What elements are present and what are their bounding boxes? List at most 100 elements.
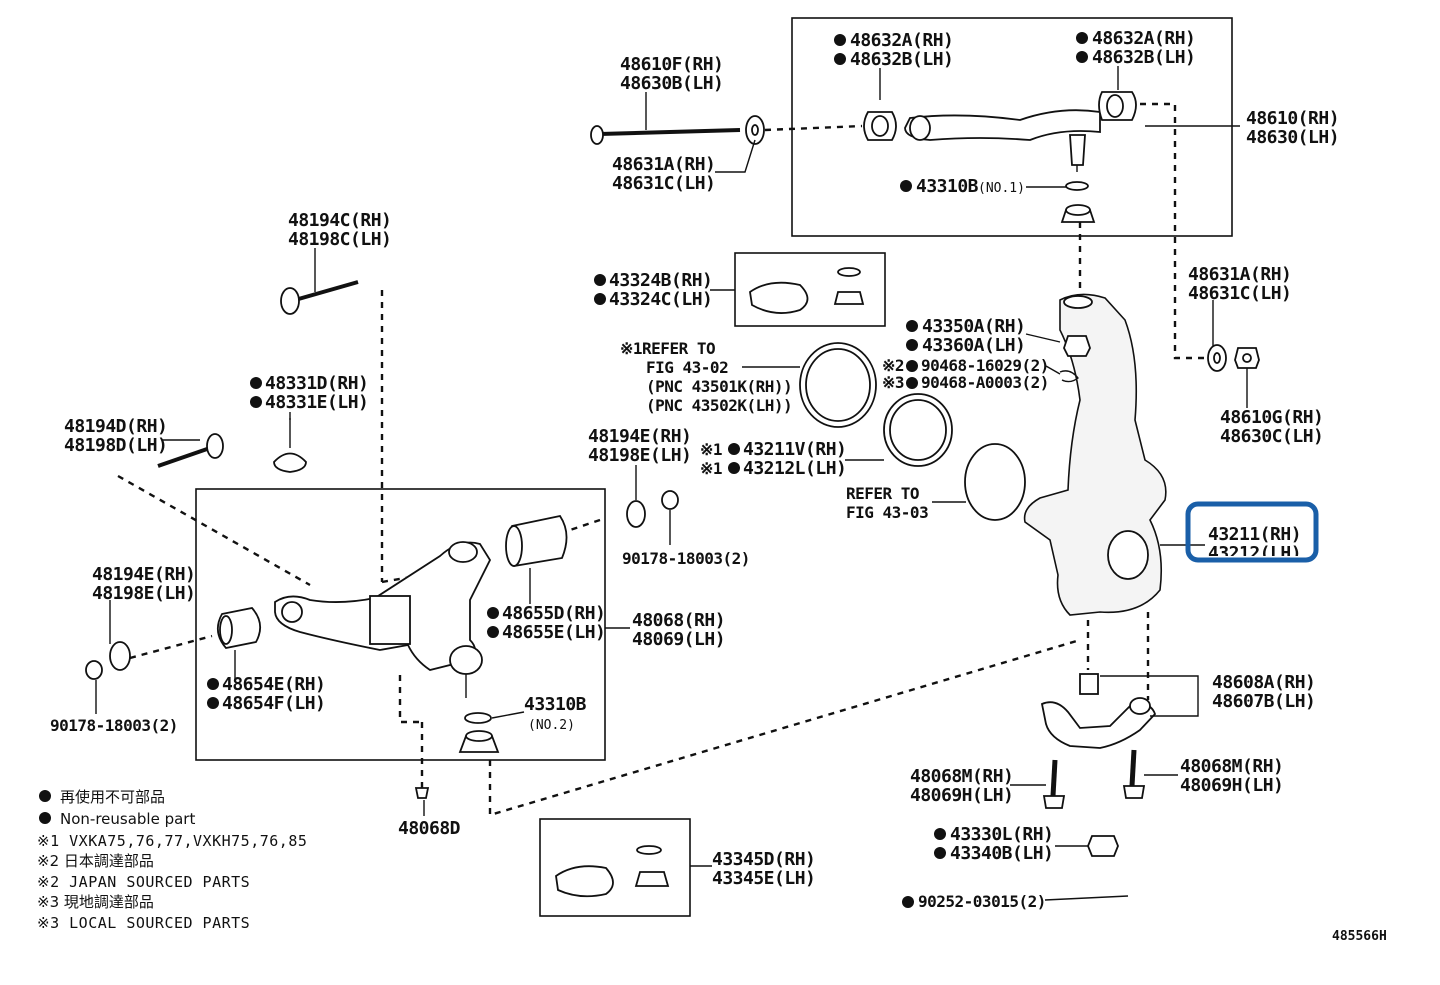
label-43345d[interactable]: 43345D(RH)	[712, 849, 816, 870]
label-43350a[interactable]: 43350A(RH)	[922, 316, 1026, 337]
label-48630c[interactable]: 48630C(LH)	[1220, 426, 1324, 447]
label-48198e-left[interactable]: 48198E(LH)	[92, 583, 196, 604]
dust-seal-small[interactable]	[883, 393, 953, 467]
label-48632b-left[interactable]: 48632B(LH)	[850, 49, 954, 70]
bushing-48632-left[interactable]	[863, 111, 897, 141]
label-90468-a0003[interactable]: 90468-A0003(2)	[921, 373, 1049, 392]
label-43211v[interactable]: 43211V(RH)	[743, 439, 847, 460]
refer-fig-43-02-line1[interactable]: ※1REFER TO	[620, 339, 716, 358]
label-48194e-top[interactable]: 48194E(RH)	[588, 426, 692, 447]
washer-48194e-left[interactable]	[109, 641, 131, 671]
nut-43350a[interactable]	[1063, 335, 1091, 357]
lower-arm-group-box	[195, 488, 606, 761]
bracket-48608a[interactable]	[1040, 673, 1157, 749]
label-48655e[interactable]: 48655E(LH)	[502, 622, 606, 643]
label-43340b[interactable]: 43340B(LH)	[950, 843, 1054, 864]
label-48610f[interactable]: 48610F(RH)	[620, 54, 724, 75]
label-48068m-right[interactable]: 48068M(RH)	[1180, 756, 1284, 777]
snap-ring-43310b-no1[interactable]	[1065, 181, 1089, 191]
nonreusable-bullet	[728, 443, 740, 455]
upper-control-arm-48610[interactable]	[904, 109, 1101, 172]
boot-kit-43324b-parts[interactable]	[749, 267, 865, 314]
label-48631a-top[interactable]: 48631A(RH)	[612, 154, 716, 175]
label-48631c-right[interactable]: 48631C(LH)	[1188, 283, 1292, 304]
label-48198e-top[interactable]: 48198E(LH)	[588, 445, 692, 466]
label-48069[interactable]: 48069(LH)	[632, 629, 726, 650]
refer-fig-43-03-line1[interactable]: REFER TO	[846, 484, 920, 503]
label-48655d[interactable]: 48655D(RH)	[502, 603, 606, 624]
cotter-pin-90252[interactable]	[1044, 895, 1129, 901]
label-90178-right[interactable]: 90178-18003(2)	[622, 549, 750, 568]
label-48331e[interactable]: 48331E(LH)	[265, 392, 369, 413]
label-43330l[interactable]: 43330L(RH)	[950, 824, 1054, 845]
bushing-48654e[interactable]	[216, 607, 262, 649]
label-48610[interactable]: 48610(RH)	[1246, 108, 1340, 129]
label-90252[interactable]: 90252-03015(2)	[918, 892, 1046, 911]
label-48331d[interactable]: 48331D(RH)	[265, 373, 369, 394]
label-48630[interactable]: 48630(LH)	[1246, 127, 1340, 148]
boot-no1[interactable]	[1060, 204, 1096, 223]
label-43212-highlighted[interactable]: 43212(LH)	[1208, 543, 1302, 564]
label-43324c[interactable]: 43324C(LH)	[609, 289, 713, 310]
label-48631c-top[interactable]: 48631C(LH)	[612, 173, 716, 194]
dust-seal-43211v[interactable]	[799, 342, 877, 428]
label-90468-16029[interactable]: 90468-16029(2)	[921, 356, 1049, 375]
label-48632b-right[interactable]: 48632B(LH)	[1092, 47, 1196, 68]
nut-90178-right[interactable]	[661, 490, 679, 510]
steering-knuckle-43211[interactable]	[1023, 293, 1167, 616]
bushing-48632-right[interactable]	[1098, 91, 1137, 121]
label-48069h-right[interactable]: 48069H(LH)	[1180, 775, 1284, 796]
refer-fig-43-03-line2[interactable]: FIG 43-03	[846, 503, 929, 522]
label-43360a[interactable]: 43360A(LH)	[922, 335, 1026, 356]
label-48632a-left[interactable]: 48632A(RH)	[850, 30, 954, 51]
label-48194e-left[interactable]: 48194E(RH)	[92, 564, 196, 585]
label-48610g[interactable]: 48610G(RH)	[1220, 407, 1324, 428]
label-48631a-right[interactable]: 48631A(RH)	[1188, 264, 1292, 285]
bolt-48068m-right[interactable]	[1122, 749, 1146, 799]
label-43310b-no2[interactable]: 43310B	[524, 694, 587, 715]
label-48608a[interactable]: 48608A(RH)	[1212, 672, 1316, 693]
label-48632a-right[interactable]: 48632A(RH)	[1092, 28, 1196, 49]
nut-48610g[interactable]	[1234, 347, 1260, 369]
lower-control-arm-48068[interactable]	[274, 541, 492, 698]
snap-ring-43310b-no2[interactable]	[464, 712, 492, 724]
washer-48194e-top[interactable]	[626, 500, 646, 528]
label-43345e[interactable]: 43345E(LH)	[712, 868, 816, 889]
cam-bolt-48331d[interactable]	[273, 418, 307, 473]
mark-1-a: ※1	[700, 440, 722, 459]
label-90178-left[interactable]: 90178-18003(2)	[50, 716, 178, 735]
nut-43330l[interactable]	[1087, 835, 1119, 857]
label-43212l[interactable]: 43212L(LH)	[743, 458, 847, 479]
bolt-48194d[interactable]	[157, 433, 224, 468]
label-43310b-no1[interactable]: 43310B	[916, 176, 979, 197]
label-48068d[interactable]: 48068D	[398, 818, 461, 839]
label-48194d[interactable]: 48194D(RH)	[64, 416, 168, 437]
label-48654e[interactable]: 48654E(RH)	[222, 674, 326, 695]
clip-90468[interactable]	[1059, 370, 1079, 383]
boot-kit-43345d-parts[interactable]	[555, 845, 670, 898]
bolt-48194c[interactable]	[280, 280, 359, 315]
long-bolt-48610f[interactable]	[590, 125, 741, 145]
label-48068[interactable]: 48068(RH)	[632, 610, 726, 631]
label-48198d[interactable]: 48198D(LH)	[64, 435, 168, 456]
bolt-48068d[interactable]	[414, 787, 430, 799]
nut-90178-left[interactable]	[85, 660, 103, 680]
label-48607b[interactable]: 48607B(LH)	[1212, 691, 1316, 712]
bushing-48655d[interactable]	[505, 514, 568, 567]
legend-note-2-jp: ※2 日本調達部品	[37, 852, 154, 870]
label-48654f[interactable]: 48654F(LH)	[222, 693, 326, 714]
washer-48631a-right[interactable]	[1207, 344, 1227, 372]
bolt-48068m-left[interactable]	[1042, 759, 1066, 809]
label-48194c[interactable]: 48194C(RH)	[288, 210, 392, 231]
label-48069h-left[interactable]: 48069H(LH)	[910, 785, 1014, 806]
o-ring-fig43-03[interactable]	[964, 443, 1026, 521]
label-48630b[interactable]: 48630B(LH)	[620, 73, 724, 94]
washer-48631a-top[interactable]	[745, 115, 765, 145]
nonreusable-bullet	[934, 828, 946, 840]
label-48068m-left[interactable]: 48068M(RH)	[910, 766, 1014, 787]
label-43211-highlighted[interactable]: 43211(RH)	[1208, 524, 1302, 545]
label-43324b[interactable]: 43324B(RH)	[609, 270, 713, 291]
refer-fig-43-02-line2[interactable]: FIG 43-02	[646, 358, 729, 377]
label-48198c[interactable]: 48198C(LH)	[288, 229, 392, 250]
boot-no2[interactable]	[458, 730, 500, 753]
